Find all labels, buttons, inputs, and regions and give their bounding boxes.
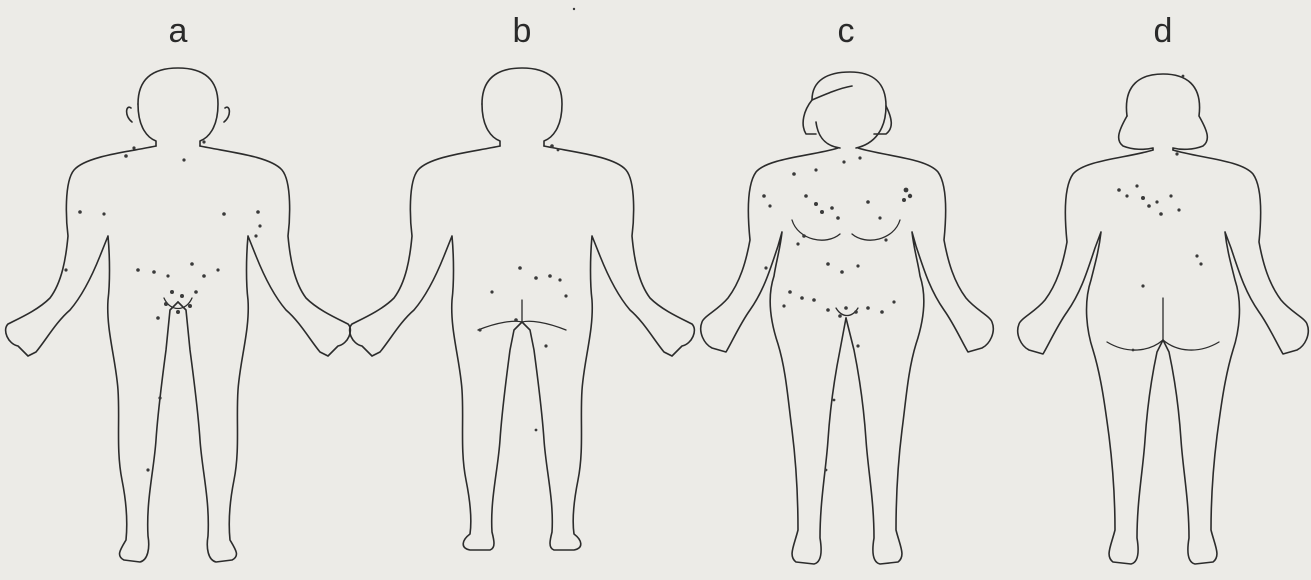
figure-female-back: [1018, 74, 1309, 564]
panel-d: d: [1018, 12, 1309, 564]
panel-label-d: d: [1154, 12, 1173, 50]
panel-label-b: b: [513, 12, 532, 50]
scan-artifact: [573, 8, 575, 10]
figure-female-front: [701, 72, 994, 564]
panel-b: b: [350, 12, 695, 550]
lesions-b: [478, 144, 567, 431]
panel-label-c: c: [838, 12, 855, 50]
figure-male-back: [350, 68, 695, 550]
panel-a: a: [6, 12, 351, 562]
figure-male-front: [6, 68, 351, 562]
lesions-d: [1117, 75, 1202, 352]
lesions-a: [64, 140, 261, 471]
panel-label-a: a: [169, 12, 188, 50]
lesions-c: [762, 156, 912, 471]
panel-c: c: [701, 12, 994, 564]
